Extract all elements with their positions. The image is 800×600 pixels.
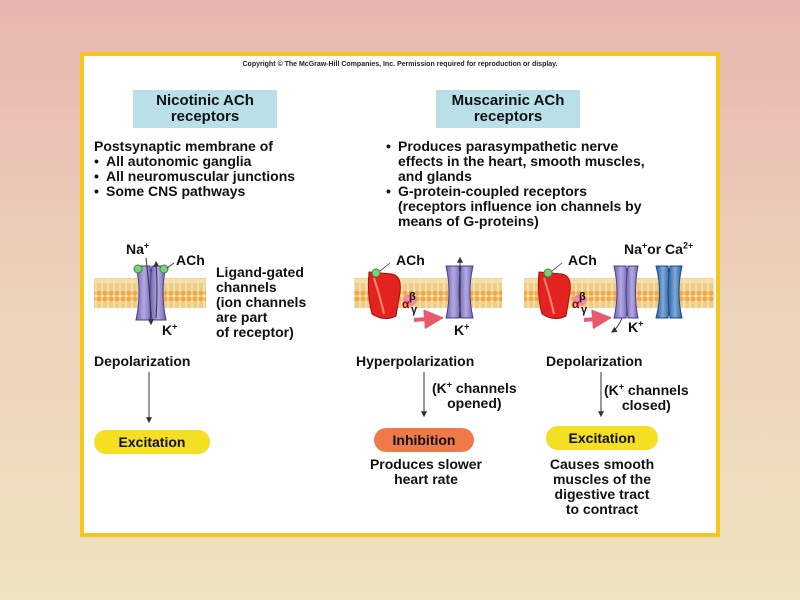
muscarinic-left-channel-note: (K+ channels opened)	[432, 379, 517, 411]
channel-description-line: Ligand-gated	[216, 264, 304, 280]
ach-molecule	[543, 268, 553, 278]
gamma-label: γ	[411, 304, 418, 316]
beta-label: β	[579, 291, 586, 303]
muscarinic-bullet-list: Produces parasympathetic nerve effects i…	[386, 139, 716, 229]
g-protein-arrow	[413, 309, 444, 330]
nicotinic-channel	[133, 257, 175, 326]
na-influx-arrow	[145, 257, 154, 326]
muscarinic-header: Muscarinic ACh receptors	[436, 90, 580, 128]
channel-description-line: (ion channels	[216, 294, 307, 310]
ach-label: ACh	[568, 252, 597, 268]
ach-molecule	[133, 264, 143, 274]
nicotinic-header-line2: receptors	[170, 108, 240, 125]
receptor-diagrams: α β γ α β γ	[94, 256, 714, 424]
k-ion-label: K+	[162, 321, 178, 338]
muscarinic-right-channel-note: (K+ channels closed)	[604, 381, 689, 413]
muscarinic-left-receptor	[367, 256, 474, 330]
g-protein	[403, 294, 417, 306]
muscarinic-right-result: Depolarization	[546, 353, 643, 369]
k-ion-label: K+	[628, 318, 644, 335]
muscarinic-bullet-line: Produces parasympathetic nerve	[398, 138, 619, 154]
muscarinic-left-outcome: Produces slower heart rate	[369, 456, 483, 487]
na-ion-label: Na+	[126, 240, 150, 257]
muscarinic-bullet-line: (receptors influence ion channels by	[398, 198, 642, 214]
muscarinic-bullet: Produces parasympathetic nerve effects i…	[386, 139, 716, 184]
alpha-label: α	[572, 297, 580, 311]
nicotinic-effect-pill: Excitation	[94, 430, 210, 454]
nicotinic-bullet: All neuromuscular junctions	[94, 169, 384, 185]
muscarinic-right-effect-pill: Excitation	[546, 426, 658, 450]
muscarinic-description: Produces parasympathetic nerve effects i…	[386, 139, 716, 229]
nicotinic-bullet: Some CNS pathways	[94, 184, 384, 200]
k-efflux-arrow	[611, 317, 623, 333]
nicotinic-header: Nicotinic ACh receptors	[133, 90, 277, 128]
k-ion-label: K+	[454, 321, 470, 338]
beta-label: β	[409, 291, 416, 303]
muscarinic-bullet-line: effects in the heart, smooth muscles,	[398, 153, 645, 169]
muscarinic-left-effect-pill: Inhibition	[374, 428, 474, 452]
muscarinic-right-receptor	[537, 262, 683, 333]
muscarinic-bullet: G-protein-coupled receptors (receptors i…	[386, 184, 716, 229]
nicotinic-description: Postsynaptic membrane of All autonomic g…	[94, 138, 384, 200]
channel-description-line: channels	[216, 279, 277, 295]
nicotinic-bullet: All autonomic ganglia	[94, 154, 384, 170]
channel-description-line: are part	[216, 309, 268, 325]
g-protein	[573, 294, 587, 306]
nicotinic-intro: Postsynaptic membrane of	[94, 138, 273, 154]
channel-description: Ligand-gated channels (ion channels are …	[216, 265, 306, 340]
muscarinic-left-result: Hyperpolarization	[356, 353, 475, 369]
ach-molecule	[371, 268, 381, 278]
channel-description-line: of receptor)	[216, 324, 294, 340]
slide-frame: Copyright © The McGraw-Hill Companies, I…	[80, 52, 720, 537]
nicotinic-bullet-list: All autonomic ganglia All neuromuscular …	[94, 154, 384, 200]
alpha-label: α	[402, 297, 410, 311]
ach-molecule	[159, 264, 169, 274]
k-efflux-arrow	[153, 260, 160, 319]
muscarinic-bullet-line: G-protein-coupled receptors	[398, 183, 588, 199]
muscarinic-header-line1: Muscarinic ACh	[451, 92, 565, 109]
gamma-label: γ	[581, 304, 588, 316]
muscarinic-header-line2: receptors	[473, 108, 543, 125]
ach-label: ACh	[396, 252, 425, 268]
nicotinic-header-line1: Nicotinic ACh	[156, 92, 254, 109]
g-protein-arrow	[583, 309, 612, 330]
muscarinic-bullet-line: means of G-proteins)	[398, 213, 539, 229]
muscarinic-right-outcome: Causes smooth muscles of the digestive t…	[549, 456, 655, 517]
na-ca-ion-label: Na+or Ca2+	[624, 240, 694, 257]
copyright-notice: Copyright © The McGraw-Hill Companies, I…	[242, 61, 558, 68]
ach-label: ACh	[176, 252, 205, 268]
muscarinic-bullet-line: and glands	[398, 168, 472, 184]
nicotinic-result: Depolarization	[94, 353, 191, 369]
